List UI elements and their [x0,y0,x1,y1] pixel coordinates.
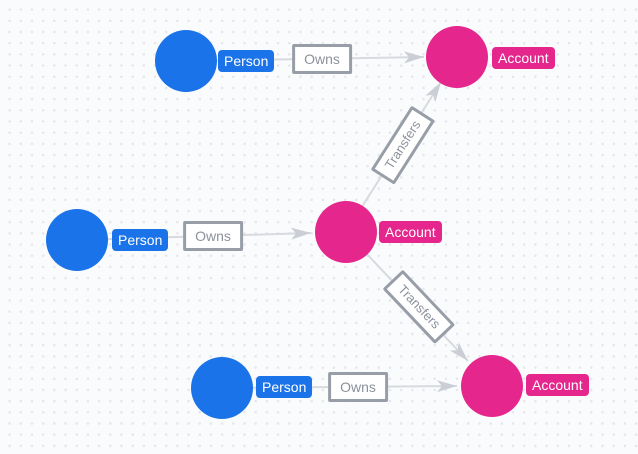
node-person-top[interactable] [155,30,217,92]
node-person-bottom[interactable] [191,357,253,419]
node-label-account-bottom[interactable]: Account [526,374,589,396]
node-label-person-bottom[interactable]: Person [256,376,313,398]
edge-label-owns-middle[interactable]: Owns [183,221,243,251]
node-account-top[interactable] [426,26,488,88]
node-account-middle[interactable] [315,201,377,263]
node-label-person-top[interactable]: Person [218,50,275,72]
node-person-middle[interactable] [46,209,108,271]
node-account-bottom[interactable] [461,355,523,417]
node-label-person-middle[interactable]: Person [112,229,169,251]
edge-label-owns-bottom[interactable]: Owns [328,372,388,402]
node-label-account-top[interactable]: Account [492,47,555,69]
edge-label-owns-top[interactable]: Owns [292,44,352,74]
node-label-account-middle[interactable]: Account [379,221,442,243]
